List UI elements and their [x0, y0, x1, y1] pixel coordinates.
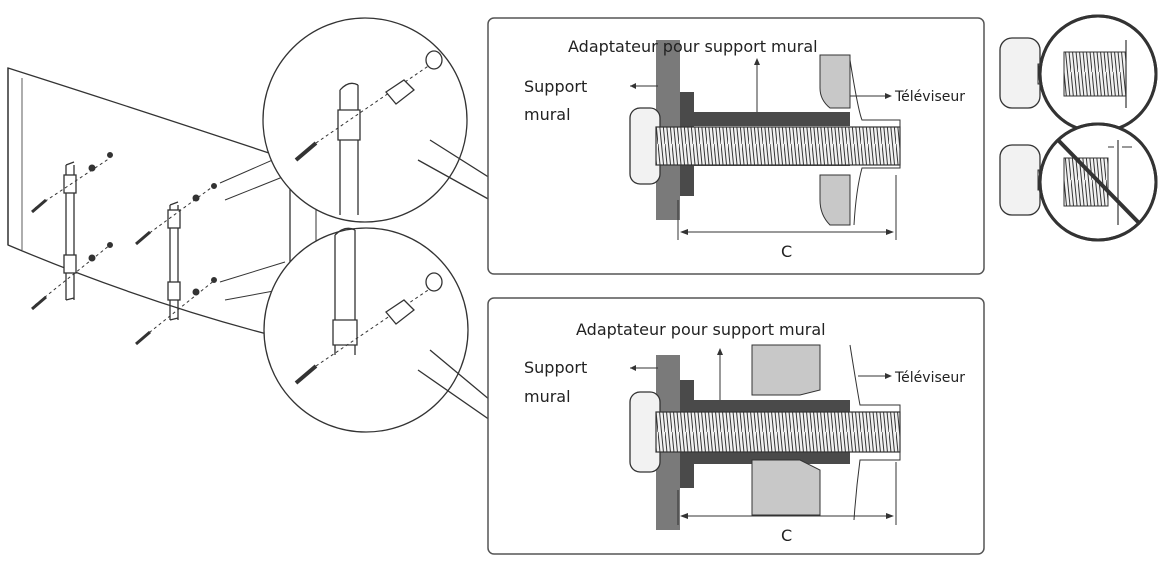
dimension-label-bottom: C — [781, 526, 792, 545]
screw-check-correct — [999, 14, 1158, 134]
tv-back-illustration — [7, 67, 317, 346]
adapter-label-top: Adaptateur pour support mural — [568, 37, 818, 56]
detail-panel-top: Adaptateur pour support mural Support mu… — [487, 17, 985, 275]
wall-label-bottom-line2: mural — [524, 387, 571, 406]
screws-left — [31, 152, 113, 311]
screw-check-incorrect — [999, 122, 1158, 242]
zoom-circle-top — [262, 17, 468, 223]
tv-label-top: Téléviseur — [894, 89, 965, 105]
bracket-left — [63, 161, 77, 301]
zoom-circle-bottom — [263, 227, 469, 433]
wall-label-top-line2: mural — [524, 105, 571, 124]
wall-label-bottom-line1: Support — [524, 358, 587, 377]
bracket-right — [167, 201, 181, 321]
screws-right — [135, 183, 217, 346]
wall-label-top-line1: Support — [524, 77, 587, 96]
prohibited-slash-icon — [1056, 138, 1142, 226]
detail-panel-bottom: Adaptateur pour support mural Support mu… — [487, 297, 985, 555]
adapter-label-bottom: Adaptateur pour support mural — [576, 320, 826, 339]
tv-label-bottom: Téléviseur — [894, 370, 965, 386]
dimension-label-top: C — [781, 242, 792, 261]
